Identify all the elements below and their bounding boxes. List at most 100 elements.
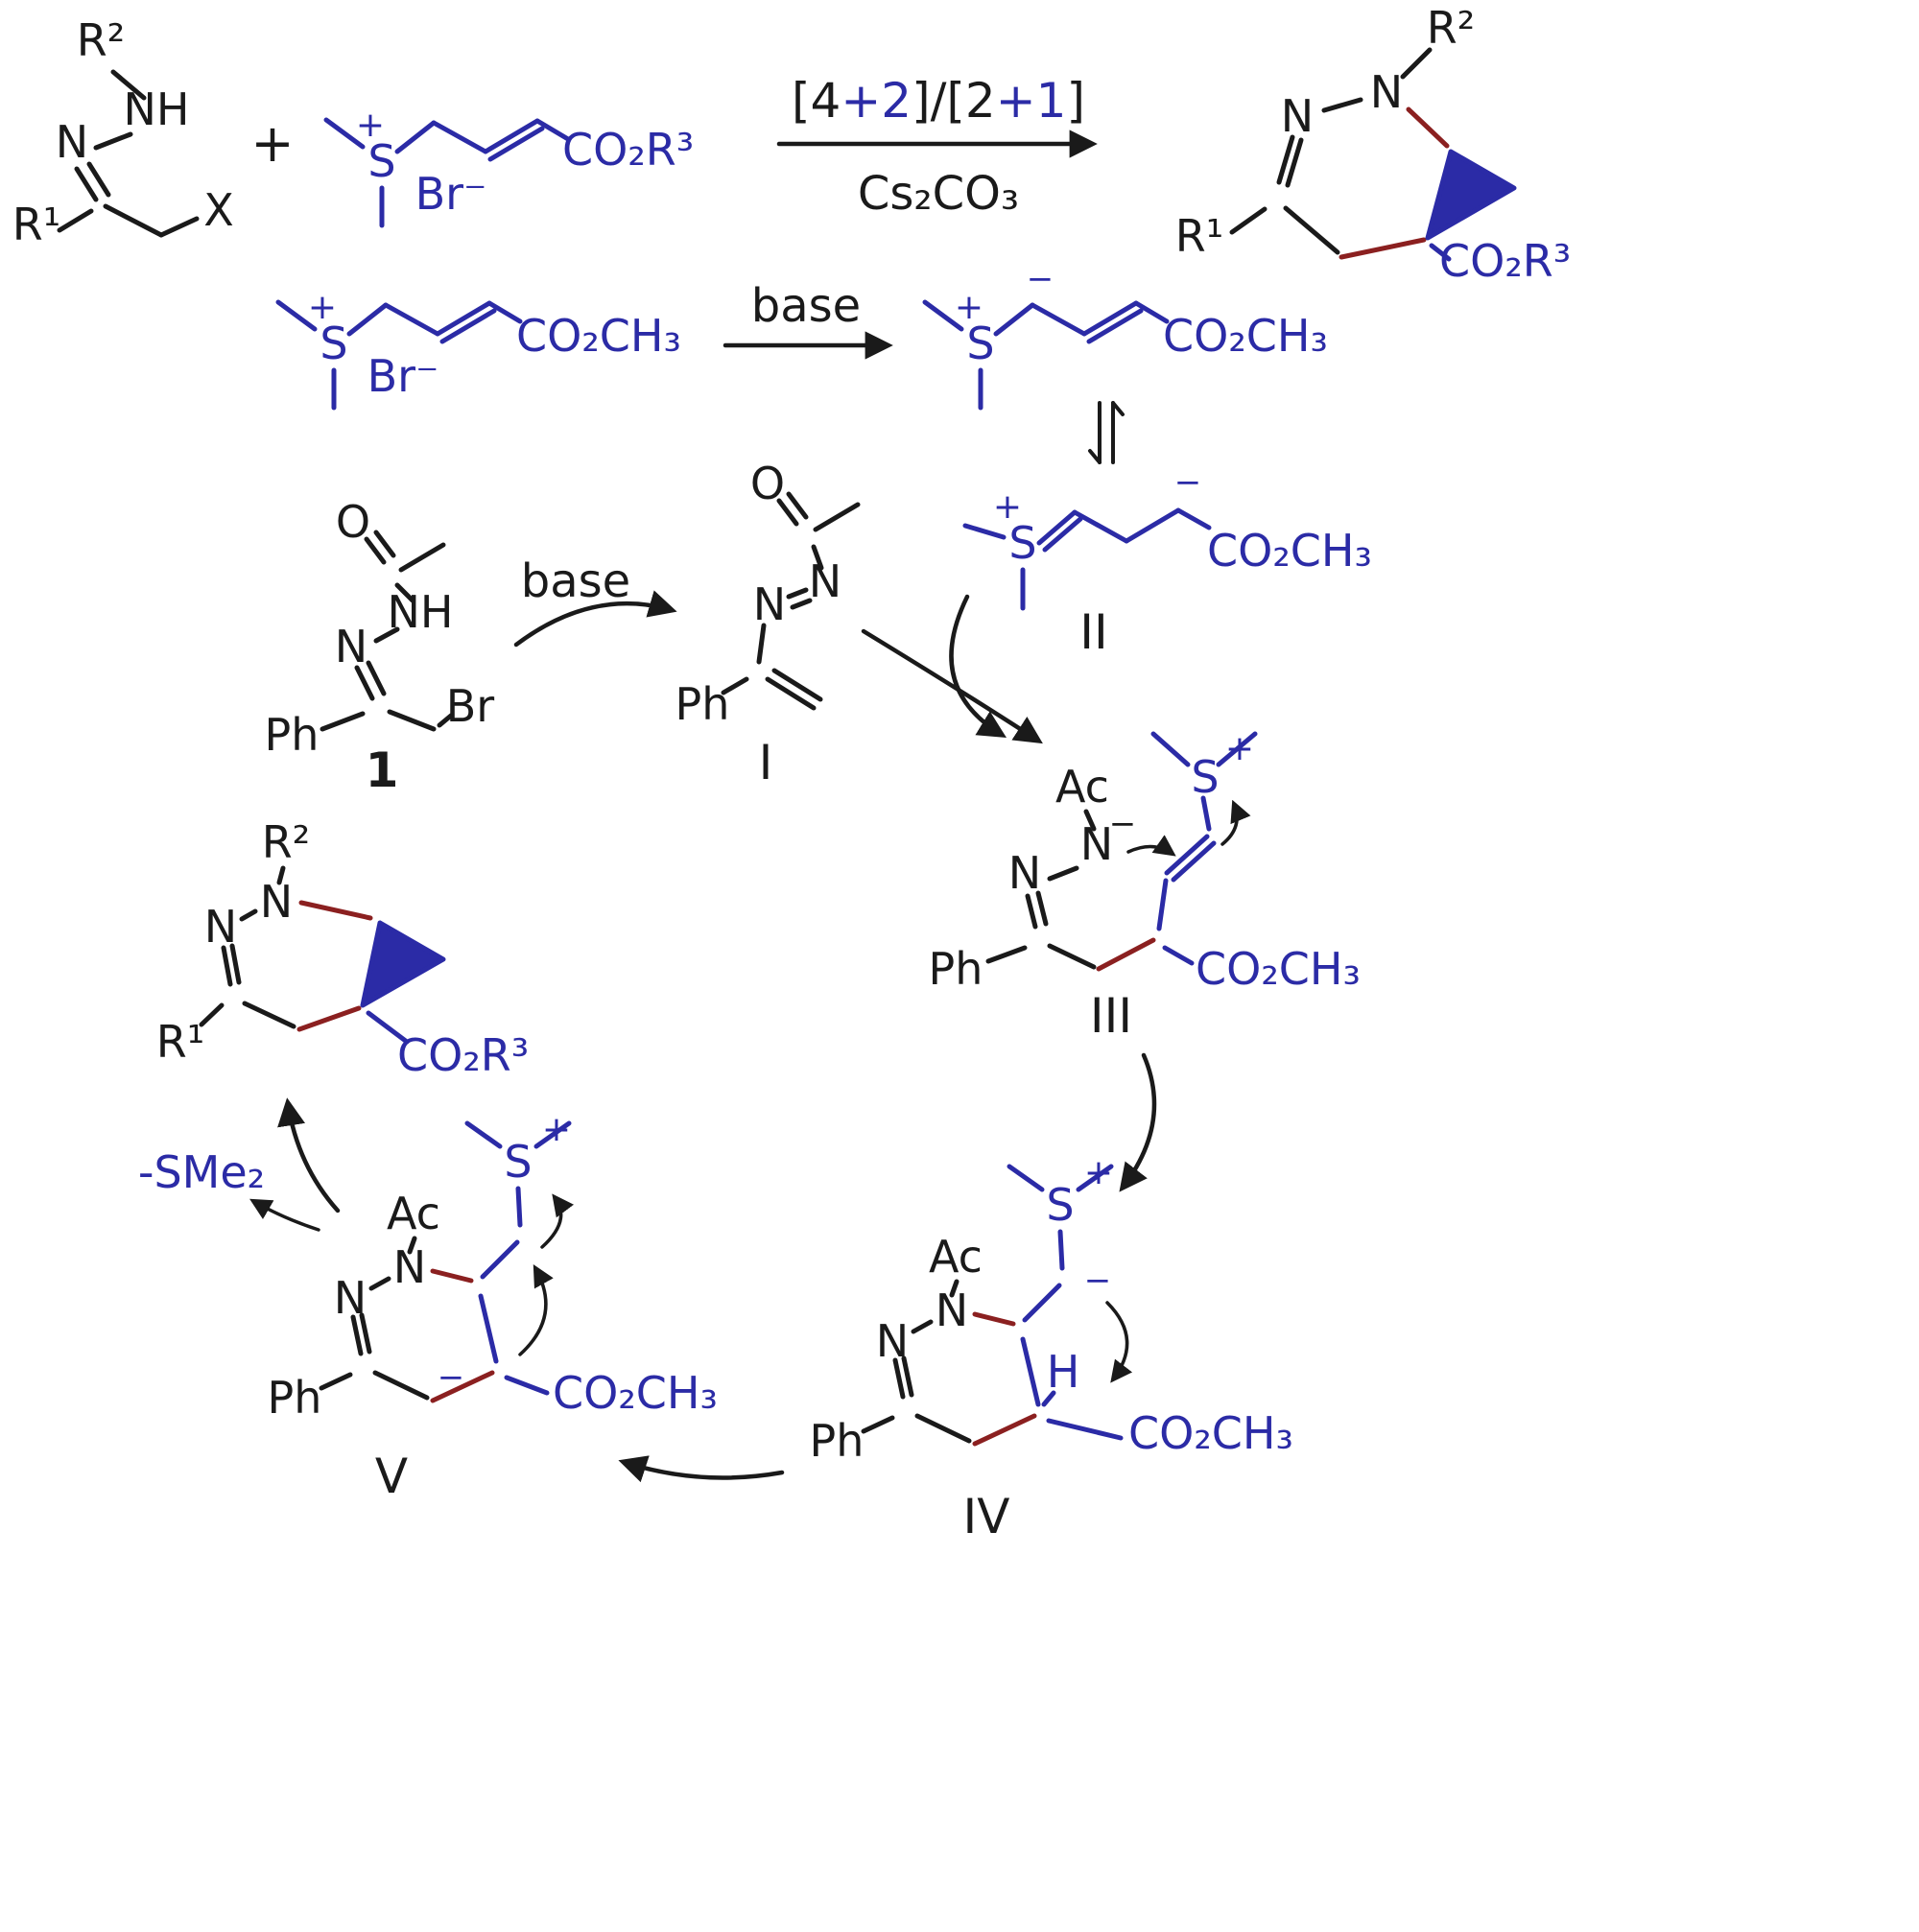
atom-r1: R¹: [12, 199, 60, 250]
atom-n: N: [753, 578, 786, 630]
label-IV: IV: [963, 1489, 1010, 1544]
atom-s: S: [1008, 517, 1036, 569]
sulfonium-bromide-salt: S + Br⁻ CO₂CH₃: [275, 288, 681, 411]
plus-charge: +: [1084, 1153, 1113, 1192]
atom-r2: R²: [1427, 2, 1475, 54]
cyclopropane-ring: [360, 920, 446, 1008]
atom-n: N: [1281, 90, 1314, 142]
bromide-anion: Br⁻: [415, 168, 487, 220]
arrow-to-sme2: [249, 1198, 320, 1232]
atom-r1: R¹: [1175, 210, 1223, 262]
plus-charge: +: [955, 288, 983, 327]
ester-group: CO₂CH₃: [1128, 1407, 1293, 1459]
intermediate-II: S + − CO₂CH₃ II: [962, 463, 1372, 660]
electron-arrow: [540, 1193, 575, 1249]
sme2-leaving-group: -SMe₂: [138, 1146, 265, 1198]
ester-group: CO₂R³: [1439, 235, 1571, 287]
intermediate-I: O N N Ph I: [675, 458, 861, 790]
phenyl-group: Ph: [265, 709, 320, 761]
atom-s: S: [504, 1136, 532, 1188]
phenyl-group: Ph: [929, 943, 983, 995]
cyclopropane-ring: [1425, 149, 1517, 241]
plus-sign: +: [250, 113, 294, 174]
product-left: R² N N R¹ CO₂R³: [156, 816, 529, 1081]
atom-r1: R¹: [156, 1016, 204, 1068]
atom-br: Br: [446, 680, 495, 732]
plus-charge: +: [542, 1110, 571, 1149]
ester-group: CO₂R³: [562, 124, 694, 176]
electron-arrow: [1105, 1301, 1133, 1383]
plus-charge: +: [356, 106, 385, 145]
atom-n: N: [204, 901, 237, 953]
base-reagent-label: Cs₂CO₃: [858, 167, 1019, 221]
label-II: II: [1079, 604, 1108, 660]
sme2-elimination: -SMe₂: [138, 1097, 341, 1232]
ester-group: CO₂R³: [397, 1029, 529, 1081]
atom-n: N: [876, 1315, 909, 1367]
phenyl-group: Ph: [675, 678, 730, 730]
base-label: base: [521, 554, 630, 608]
conditions-label: [4+2]/[2+1]: [792, 73, 1085, 129]
intermediate-IV: S + − Ac N N Ph H CO₂CH₃ IV: [810, 1153, 1293, 1544]
bromide-anion: Br⁻: [367, 350, 439, 402]
atom-s: S: [320, 318, 347, 369]
atom-s: S: [1191, 751, 1219, 803]
atom-n: N: [936, 1284, 968, 1336]
atom-nh: NH: [124, 83, 190, 135]
equilibrium-arrows: [1088, 401, 1125, 464]
plus-charge: +: [308, 288, 337, 327]
atom-n: N: [1080, 818, 1113, 870]
label-III: III: [1090, 988, 1132, 1044]
atom-h: H: [1047, 1346, 1080, 1398]
minus-charge: −: [1109, 805, 1137, 843]
intermediate-V: S + − Ac N N Ph CO₂CH₃ V: [268, 1110, 718, 1504]
minus-charge: −: [438, 1358, 465, 1397]
ester-group: CO₂CH₃: [1196, 943, 1361, 995]
atom-n: N: [809, 555, 841, 607]
atom-n: N: [393, 1241, 426, 1293]
label-I: I: [759, 735, 773, 790]
phenyl-group: Ph: [810, 1415, 865, 1467]
product-top-right: R² N N R¹ CO₂R³: [1175, 2, 1571, 287]
atom-o: O: [750, 458, 785, 509]
label-1: 1: [366, 742, 399, 798]
arrow-IV-to-V: [618, 1455, 785, 1483]
minus-charge: −: [1084, 1261, 1112, 1300]
base-label: base: [751, 279, 861, 333]
compound-1: O NH N Ph Br 1: [265, 496, 495, 798]
arrow-III-to-IV: [1119, 1052, 1157, 1192]
sulfonium-ylide: S + − CO₂CH₃: [922, 260, 1328, 411]
atom-n: N: [334, 1272, 367, 1324]
intermediate-III: Ac N − N Ph S + CO₂CH₃ III: [929, 729, 1361, 1044]
electron-arrow: [518, 1264, 554, 1356]
atom-x: X: [203, 184, 234, 236]
atom-r2: R²: [77, 14, 125, 66]
minus-charge: −: [1174, 463, 1202, 502]
atom-s: S: [1046, 1179, 1074, 1231]
ester-group: CO₂CH₃: [1163, 310, 1328, 362]
plus-charge: +: [993, 487, 1022, 527]
arrow-V-to-product: [277, 1097, 341, 1213]
atom-nh: NH: [388, 586, 454, 638]
arrow-II-to-III: [949, 594, 1007, 739]
label-V: V: [375, 1449, 408, 1504]
atom-n: N: [260, 876, 293, 928]
atom-s: S: [966, 318, 994, 369]
plus-charge: +: [1225, 729, 1254, 768]
ester-group: CO₂CH₃: [1207, 525, 1372, 577]
hydrazone-substrate: R² NH N R¹ X: [12, 14, 234, 250]
base-arrow-2: base: [513, 554, 677, 648]
acetyl-group: Ac: [929, 1231, 983, 1283]
atom-n: N: [335, 621, 367, 672]
atom-n: N: [56, 116, 88, 168]
acetyl-group: Ac: [387, 1188, 440, 1239]
ester-group: CO₂CH₃: [553, 1367, 718, 1419]
atom-n: N: [1008, 847, 1041, 899]
base-arrow-1: base: [723, 279, 893, 360]
sulfonium-salt-generic: S + Br⁻ CO₂R³: [323, 106, 694, 228]
electron-arrow: [1220, 799, 1251, 846]
main-reaction-arrow: [4+2]/[2+1] Cs₂CO₃: [776, 73, 1098, 221]
atom-r2: R²: [262, 816, 310, 868]
